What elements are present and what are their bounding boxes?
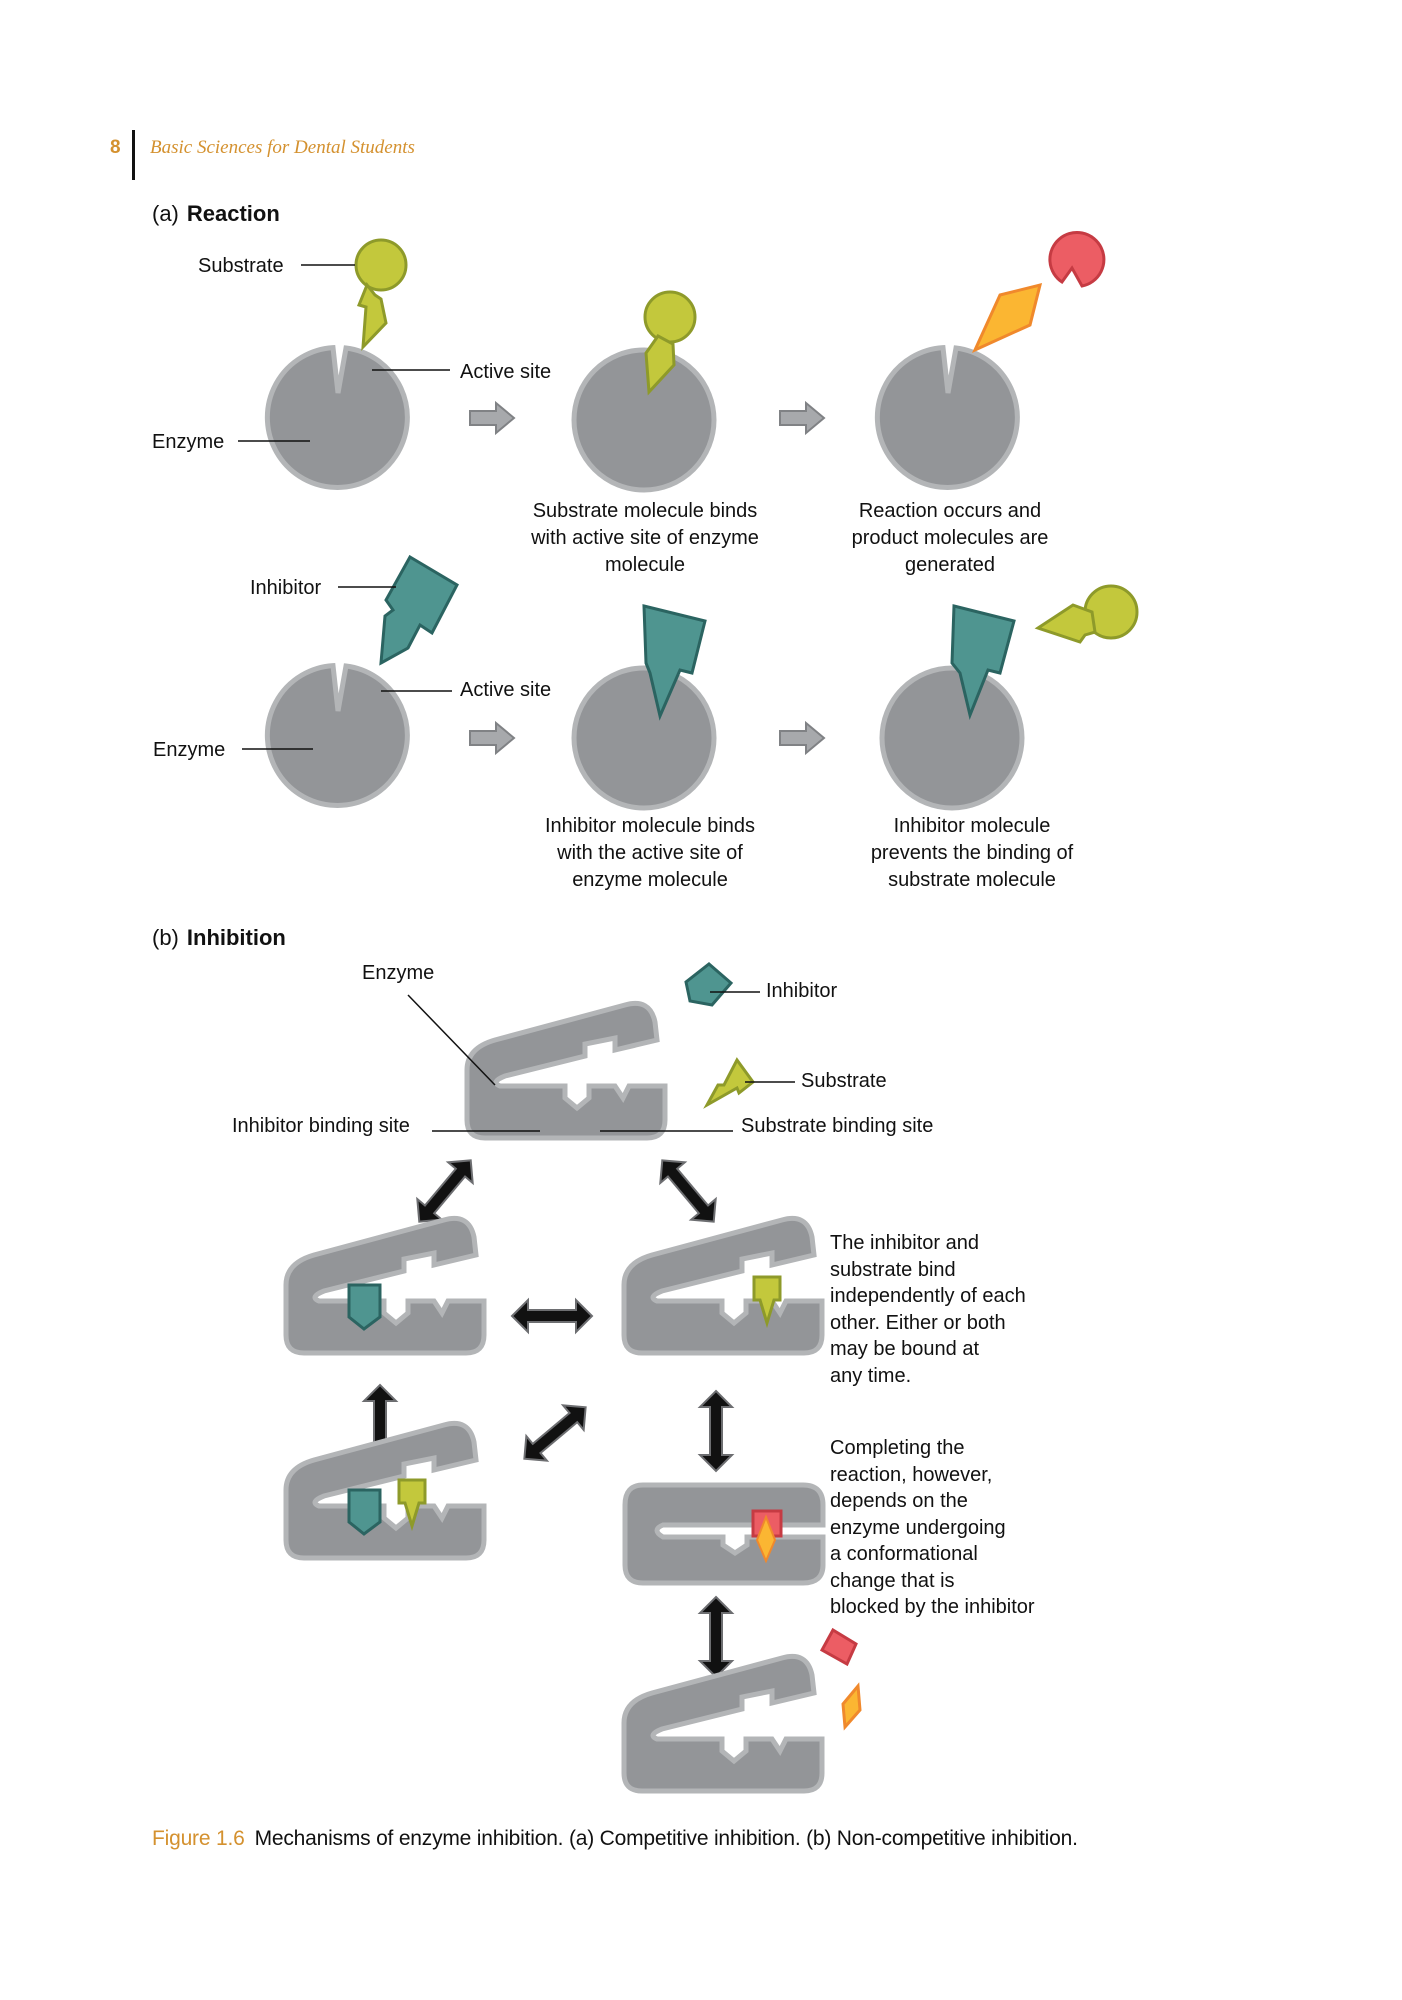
enzyme-substrate-complex-icon xyxy=(571,290,717,493)
label-substrate-binding-site: Substrate binding site xyxy=(741,1115,934,1137)
label-substrate: Substrate xyxy=(198,255,284,277)
enzyme-icon xyxy=(624,1656,822,1791)
panel-b-title: Inhibition xyxy=(186,925,286,950)
caption-reaction-occurs: Reaction occurs and product molecules ar… xyxy=(851,500,1049,576)
double-arrow-icon xyxy=(699,1390,733,1472)
double-arrow-icon xyxy=(513,1394,597,1472)
arrow-right-icon xyxy=(779,722,825,754)
arrow-right-icon xyxy=(779,402,825,434)
caption-inhibitor-prevents: Inhibitor molecule prevents the binding … xyxy=(870,815,1074,891)
label-substrate: Substrate xyxy=(801,1070,887,1092)
double-arrow-icon xyxy=(649,1149,727,1233)
figure-number: Figure 1.6 xyxy=(152,1827,245,1850)
note-conformational-change: Completing the reaction, however, depend… xyxy=(830,1437,1035,1618)
enzyme-inhibitor-complex-icon xyxy=(571,604,717,811)
enzyme-icon xyxy=(467,1003,665,1138)
page-number: 8 xyxy=(110,137,121,158)
figure-caption: Figure 1.6 Mechanisms of enzyme inhibitio… xyxy=(152,1827,1078,1851)
label-inhibitor: Inhibitor xyxy=(250,577,322,599)
substrate-icon xyxy=(354,238,408,352)
enzyme-icon xyxy=(877,348,1017,488)
reaction-row xyxy=(238,231,1106,493)
caption-substrate-binds: Substrate molecule binds with active sit… xyxy=(531,500,759,576)
enzyme-inhibitor-complex-icon xyxy=(879,604,1025,811)
enzyme-substrate-complex-icon xyxy=(624,1218,822,1353)
note-independent-binding: The inhibitor and substrate bind indepen… xyxy=(830,1232,1026,1387)
arrow-right-icon xyxy=(469,402,515,434)
noncompetitive-diagram xyxy=(286,962,862,1791)
inhibitor-icon xyxy=(379,554,459,666)
enzyme-icon xyxy=(267,666,407,806)
arrow-right-icon xyxy=(469,722,515,754)
enzyme-inhibitor-complex-icon xyxy=(286,1218,484,1353)
product-icon xyxy=(971,231,1106,354)
product-icon xyxy=(819,1627,862,1731)
panel-a-title: Reaction xyxy=(186,201,280,226)
label-inhibitor-binding-site: Inhibitor binding site xyxy=(232,1115,410,1137)
double-arrow-icon xyxy=(511,1299,593,1333)
panel-a-heading: (a) Reaction xyxy=(152,201,280,227)
enzyme-icon xyxy=(267,348,407,488)
panel-b-label: (b) xyxy=(152,925,179,950)
panel-a-label: (a) xyxy=(152,201,179,226)
caption-inhibitor-binds: Inhibitor molecule binds with the active… xyxy=(544,815,756,891)
enzyme-reacting-icon xyxy=(622,1482,826,1586)
running-title: Basic Sciences for Dental Students xyxy=(150,137,415,158)
substrate-icon xyxy=(703,1057,756,1109)
enzyme-inhibitor-substrate-complex-icon xyxy=(286,1423,484,1558)
label-enzyme: Enzyme xyxy=(152,431,225,453)
inhibition-row xyxy=(242,554,1139,811)
double-arrow-icon xyxy=(699,1596,733,1678)
label-inhibitor: Inhibitor xyxy=(766,980,838,1002)
label-enzyme: Enzyme xyxy=(362,962,435,984)
label-enzyme: Enzyme xyxy=(153,739,226,761)
panel-b-heading: (b) Inhibition xyxy=(152,925,286,951)
substrate-icon xyxy=(1034,584,1139,644)
label-active-site: Active site xyxy=(460,679,552,701)
inhibitor-icon xyxy=(684,962,734,1007)
header-rule xyxy=(132,130,135,180)
label-active-site: Active site xyxy=(460,361,552,383)
figure-caption-text: Mechanisms of enzyme inhibition. (a) Com… xyxy=(254,1827,1078,1850)
